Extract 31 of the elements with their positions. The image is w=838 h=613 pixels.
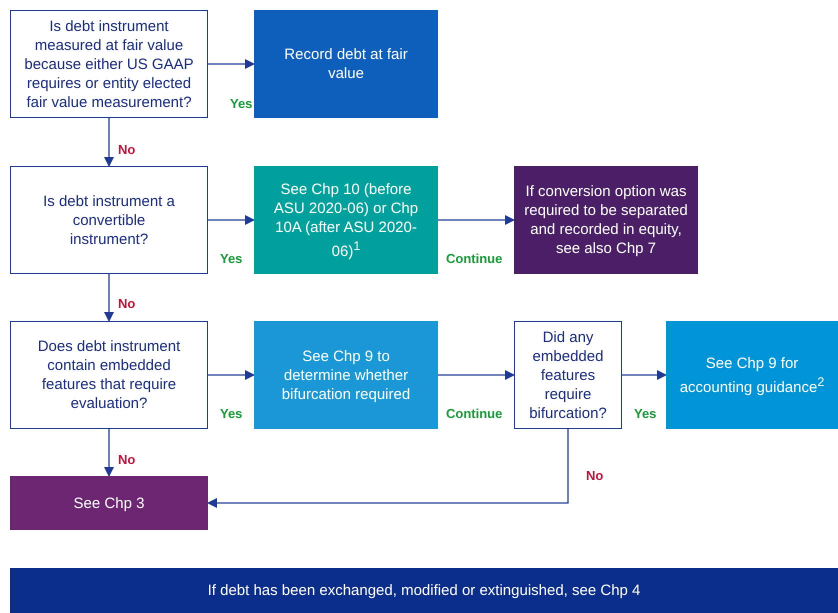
arrow — [104, 274, 114, 322]
edge-label: Yes — [634, 406, 656, 421]
arrow — [104, 429, 114, 477]
arrow — [104, 118, 114, 167]
arrow — [208, 370, 255, 380]
process-box: Record debt at fair value — [254, 10, 438, 118]
edge-label: No — [118, 142, 136, 157]
decision-box: Is debt instrument a convertible instrument? — [10, 166, 208, 274]
arrow — [438, 215, 515, 225]
arrow — [622, 370, 667, 380]
edge-label: Continue — [446, 251, 502, 266]
arrow — [438, 370, 515, 380]
edge-label: No — [118, 296, 136, 311]
edge-label: Continue — [446, 406, 502, 421]
edge-label: Yes — [220, 251, 242, 266]
edge-label: Yes — [220, 406, 242, 421]
note-banner: If debt has been exchanged, modified or extinguished, see Chp 4 — [10, 568, 838, 613]
edge-label: Yes — [230, 96, 252, 111]
process-box: See Chp 10 (before ASU 2020-06) or Chp 10A (after ASU 2020-06)$^{1}$ — [254, 166, 438, 274]
process-box: See Chp 9 for accounting guidance$^{2}$ — [666, 321, 838, 429]
arrow — [208, 59, 255, 69]
decision-box: Is debt instrument measured at fair value because either US GAAP requires or entity elected fair value measurement? — [10, 10, 208, 118]
process-box: If conversion option was required to be separated and recorded in equity, see also Chp 7 — [514, 166, 698, 274]
arrow — [207, 429, 569, 508]
decision-box: Did any embedded features require bifurcation? — [514, 321, 622, 429]
process-box: See Chp 3 — [10, 476, 208, 530]
arrow — [208, 215, 255, 225]
edge-label: No — [586, 468, 604, 483]
process-box: See Chp 9 to determine whether bifurcation required — [254, 321, 438, 429]
edge-label: No — [118, 452, 136, 467]
decision-box: Does debt instrument contain embedded features that require evaluation? — [10, 321, 208, 429]
